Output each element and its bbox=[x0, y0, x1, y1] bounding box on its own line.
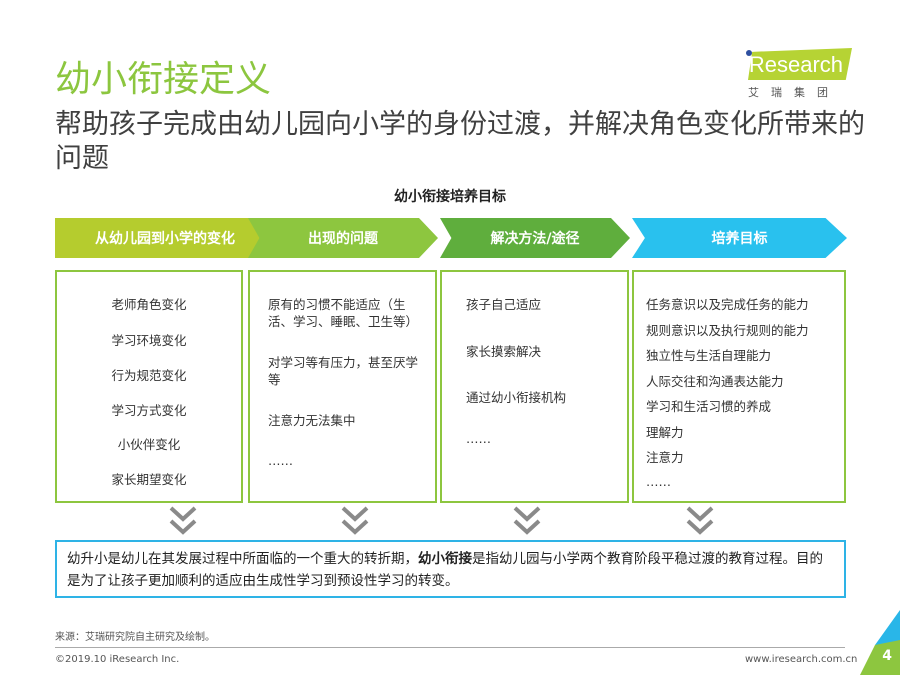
source-note: 来源：艾瑞研究院自主研究及绘制。 bbox=[55, 632, 215, 643]
iresearch-logo: iResearch 艾瑞集团 bbox=[742, 48, 852, 103]
step-header-problems: 出现的问题 bbox=[248, 218, 438, 258]
changes-box: 老师角色变化 学习环境变化 行为规范变化 学习方式变化 小伙伴变化 家长期望变化 bbox=[55, 270, 243, 503]
list-item: 家长摸索解决 bbox=[466, 344, 542, 359]
list-item: 学习环境变化 bbox=[111, 333, 187, 348]
corner-decoration bbox=[860, 610, 900, 675]
list-item: 孩子自己适应 bbox=[466, 297, 542, 312]
list-item: …… bbox=[466, 431, 491, 446]
problems-box: 原有的习惯不能适应（生活、学习、睡眠、卫生等） 对学习等有压力，甚至厌学等 注意… bbox=[248, 270, 437, 503]
list-item: 注意力 bbox=[646, 450, 684, 465]
page-subtitle: 帮助孩子完成由幼儿园向小学的身份过渡，并解决角色变化所带来的问题 bbox=[55, 109, 865, 174]
diagram-title: 幼小衔接培养目标 bbox=[394, 189, 506, 205]
list-item: 独立性与生活自理能力 bbox=[646, 348, 772, 363]
list-item: 家长期望变化 bbox=[111, 472, 187, 487]
double-chevron-down-icon bbox=[513, 506, 541, 535]
step-header-changes: 从幼儿园到小学的变化 bbox=[55, 218, 275, 258]
step-header-goals: 培养目标 bbox=[632, 218, 847, 258]
double-chevron-down-icon bbox=[686, 506, 714, 535]
definition-term: 幼小衔接 bbox=[418, 551, 472, 567]
double-chevron-down-icon bbox=[341, 506, 369, 535]
list-item: 行为规范变化 bbox=[111, 368, 187, 383]
footer-divider bbox=[55, 647, 845, 648]
definition-box: 幼升小是幼儿在其发展过程中所面临的一个重大的转折期，幼小衔接是指幼儿园与小学两个… bbox=[55, 540, 846, 598]
list-item: 注意力无法集中 bbox=[268, 413, 356, 428]
solutions-box: 孩子自己适应 家长摸索解决 通过幼小衔接机构 …… bbox=[440, 270, 629, 503]
double-chevron-down-icon bbox=[169, 506, 197, 535]
list-item: 学习方式变化 bbox=[111, 403, 187, 418]
list-item: 原有的习惯不能适应（生活、学习、睡眠、卫生等） bbox=[268, 297, 419, 329]
copyright: ©2019.10 iResearch Inc. bbox=[55, 654, 180, 665]
page-title: 幼小衔接定义 bbox=[55, 59, 272, 100]
logo-text: iResearch bbox=[744, 52, 844, 77]
list-item: 理解力 bbox=[646, 425, 684, 440]
list-item: 通过幼小衔接机构 bbox=[466, 390, 567, 405]
page-number: 4 bbox=[882, 648, 892, 664]
goals-box: 任务意识以及完成任务的能力 规则意识以及执行规则的能力 独立性与生活自理能力 人… bbox=[632, 270, 846, 503]
list-item: 对学习等有压力，甚至厌学等 bbox=[268, 355, 419, 387]
list-item: 规则意识以及执行规则的能力 bbox=[646, 323, 809, 338]
step-header-solutions: 解决方法/途径 bbox=[440, 218, 630, 258]
list-item: 老师角色变化 bbox=[111, 297, 187, 312]
definition-text-1: 幼升小是幼儿在其发展过程中所面临的一个重大的转折期， bbox=[67, 551, 418, 567]
list-item: 任务意识以及完成任务的能力 bbox=[646, 297, 809, 312]
list-item: 学习和生活习惯的养成 bbox=[646, 399, 772, 414]
list-item: 小伙伴变化 bbox=[117, 437, 181, 452]
logo-cn: 艾瑞集团 bbox=[748, 86, 840, 99]
definition-text-2: 是指幼儿园与小学两个教育阶段平稳过渡的教育过程。目的是为了让孩子更加顺利的适应由… bbox=[67, 551, 823, 589]
website-url: www.iresearch.com.cn bbox=[745, 654, 858, 665]
list-item: …… bbox=[268, 453, 293, 468]
list-item: 人际交往和沟通表达能力 bbox=[646, 374, 784, 389]
list-item: …… bbox=[646, 474, 671, 489]
